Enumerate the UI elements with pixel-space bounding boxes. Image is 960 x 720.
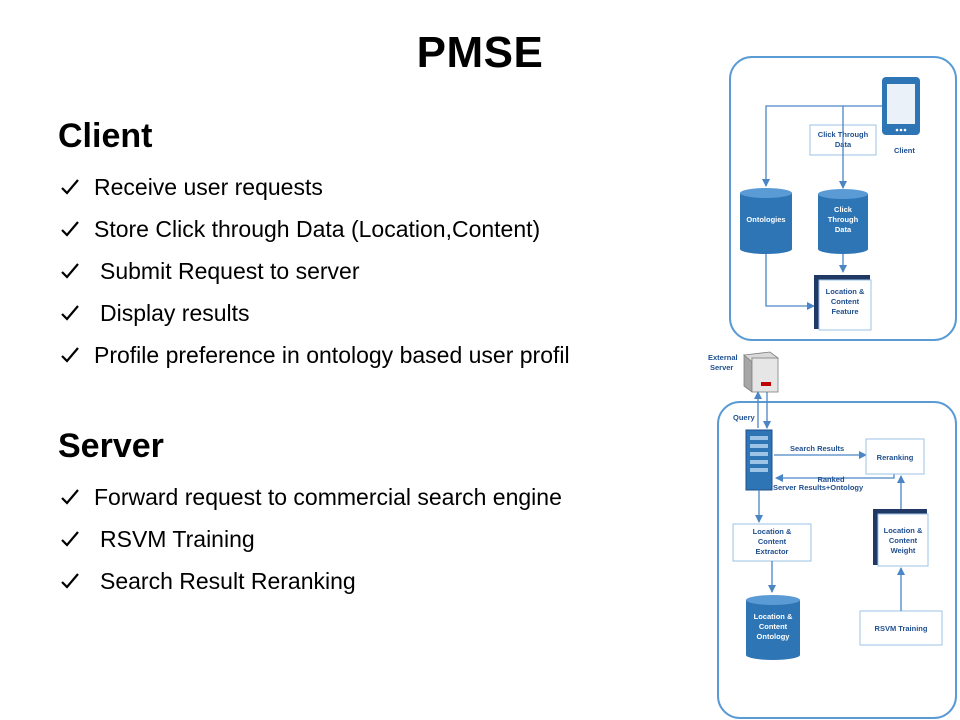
- location-content-feature-box: [814, 275, 872, 331]
- search-results-label: Search Results: [790, 444, 844, 453]
- weight-label-2: Content: [889, 536, 918, 545]
- checkmark-icon: [58, 166, 82, 208]
- click-db-label-3: Data: [835, 225, 852, 234]
- weight-label-1: Location &: [884, 526, 923, 535]
- client-bullet-list: Receive user requests Store Click throug…: [58, 166, 570, 376]
- bullet-text: Forward request to commercial search eng…: [94, 484, 562, 510]
- checkmark-icon: [58, 560, 82, 602]
- external-server-label-2: Server: [710, 363, 733, 372]
- checkmark-icon: [58, 334, 82, 376]
- list-item: Profile preference in ontology based use…: [58, 334, 570, 376]
- list-item: Forward request to commercial search eng…: [58, 476, 562, 518]
- list-item: Search Result Reranking: [58, 560, 562, 602]
- list-item: RSVM Training: [58, 518, 562, 560]
- ranked-label-2: Results+Ontology: [799, 483, 864, 492]
- ontology-db-label-1: Location &: [754, 612, 793, 621]
- external-server-icon: [743, 351, 780, 393]
- feature-label-3: Feature: [831, 307, 858, 316]
- list-item: Receive user requests: [58, 166, 570, 208]
- location-content-weight-box: [873, 509, 929, 567]
- bullet-text: Submit Request to server: [100, 258, 360, 284]
- list-item: Store Click through Data (Location,Conte…: [58, 208, 570, 250]
- external-server-label-1: External: [708, 353, 738, 362]
- query-label: Query: [733, 413, 756, 422]
- tablet-icon: [882, 77, 920, 135]
- bullet-text: Profile preference in ontology based use…: [94, 342, 570, 368]
- rsvm-training-box: [859, 610, 943, 646]
- ranked-results-arrow: [775, 474, 895, 482]
- server-heading: Server: [58, 427, 164, 465]
- client-node-label: Client: [894, 146, 915, 155]
- ranked-label-1: Ranked: [817, 475, 845, 484]
- rsvm-training-label: RSVM Training: [875, 624, 928, 633]
- list-item: Display results: [58, 292, 570, 334]
- page-title: PMSE: [416, 28, 544, 77]
- click-db-label-1: Click: [834, 205, 853, 214]
- ontologies-label: Ontologies: [746, 215, 785, 224]
- client-heading: Client: [58, 117, 153, 155]
- checkmark-icon: [58, 476, 82, 518]
- click-data-database-icon: [818, 189, 868, 254]
- ontology-database-icon: [746, 595, 800, 660]
- ontology-db-label-3: Ontology: [757, 632, 791, 641]
- checkmark-icon: [58, 208, 82, 250]
- list-item: Submit Request to server: [58, 250, 570, 292]
- reranking-box: [865, 438, 925, 475]
- reranking-label: Reranking: [877, 453, 914, 462]
- ontology-db-label-2: Content: [759, 622, 788, 631]
- extractor-label-2: Content: [758, 537, 787, 546]
- bullet-text: Display results: [100, 300, 250, 326]
- location-content-extractor-box: [732, 523, 812, 562]
- bullet-text: RSVM Training: [100, 526, 255, 552]
- ontologies-to-feature-arrow: [765, 252, 815, 310]
- checkmark-icon: [58, 292, 82, 334]
- weight-label-3: Weight: [891, 546, 916, 555]
- checkmark-icon: [58, 250, 82, 292]
- bullet-text: Store Click through Data (Location,Conte…: [94, 216, 541, 242]
- feature-label-2: Content: [831, 297, 860, 306]
- ontologies-database-icon: [740, 188, 792, 254]
- server-tower-icon: [745, 429, 773, 491]
- click-db-label-2: Through: [828, 215, 859, 224]
- feature-label-1: Location &: [826, 287, 865, 296]
- checkmark-icon: [58, 518, 82, 560]
- server-node-label: Server: [773, 483, 796, 492]
- server-bullet-list: Forward request to commercial search eng…: [58, 476, 562, 602]
- bullet-text: Search Result Reranking: [100, 568, 356, 594]
- extractor-label-3: Extractor: [756, 547, 789, 556]
- extractor-label-1: Location &: [753, 527, 792, 536]
- bullet-text: Receive user requests: [94, 174, 323, 200]
